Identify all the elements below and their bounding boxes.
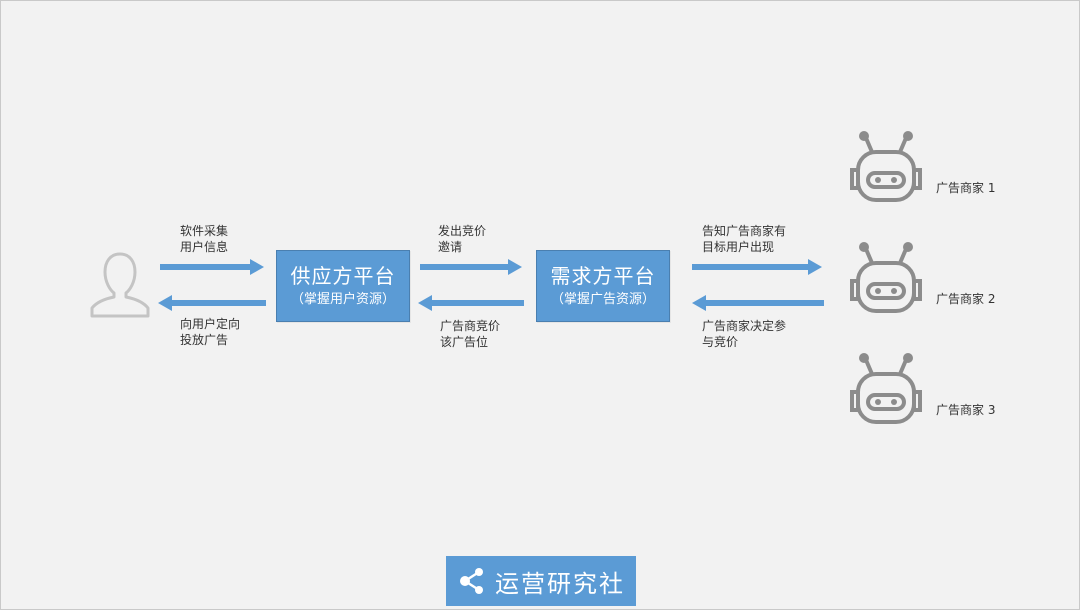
robot-icon [850,353,922,424]
arrow-merchants-to-demand [692,295,824,311]
label-merchants-join-bid: 广告商家决定参 与竞价 [702,319,787,349]
label-collect-user-info: 软件采集 用户信息 [180,224,229,254]
arrow-user-to-supply [160,259,264,275]
label-targeted-ads: 向用户定向 投放广告 [180,317,241,347]
share-icon [460,568,483,594]
supply-subtitle: （掌握用户资源） [290,292,395,307]
merchant-3-label: 广告商家 3 [936,403,996,417]
arrow-supply-to-user [158,295,266,311]
person-icon [90,252,150,318]
label-notify-merchants: 告知广告商家有 目标用户出现 [702,224,787,254]
brand-logo: 运营研究社 [446,556,636,606]
merchant-2-label: 广告商家 2 [936,292,996,306]
label-bid-invitation: 发出竞价 邀请 [438,224,487,254]
label-advertiser-bids: 广告商竞价 该广告位 [440,319,501,349]
supply-side-platform-box: 供应方平台 （掌握用户资源） [276,250,410,322]
demand-side-platform-box: 需求方平台 （掌握广告资源） [536,250,670,322]
demand-title: 需求方平台 [550,264,656,288]
merchant-1-label: 广告商家 1 [936,181,996,195]
robot-icon [850,242,922,313]
robot-icon [850,131,922,202]
arrow-demand-to-supply [418,295,524,311]
arrow-demand-to-merchants [692,259,822,275]
brand-logo-text: 运营研究社 [495,569,625,598]
supply-title: 供应方平台 [290,264,396,288]
demand-subtitle: （掌握广告资源） [550,292,655,307]
arrow-supply-to-demand [420,259,522,275]
